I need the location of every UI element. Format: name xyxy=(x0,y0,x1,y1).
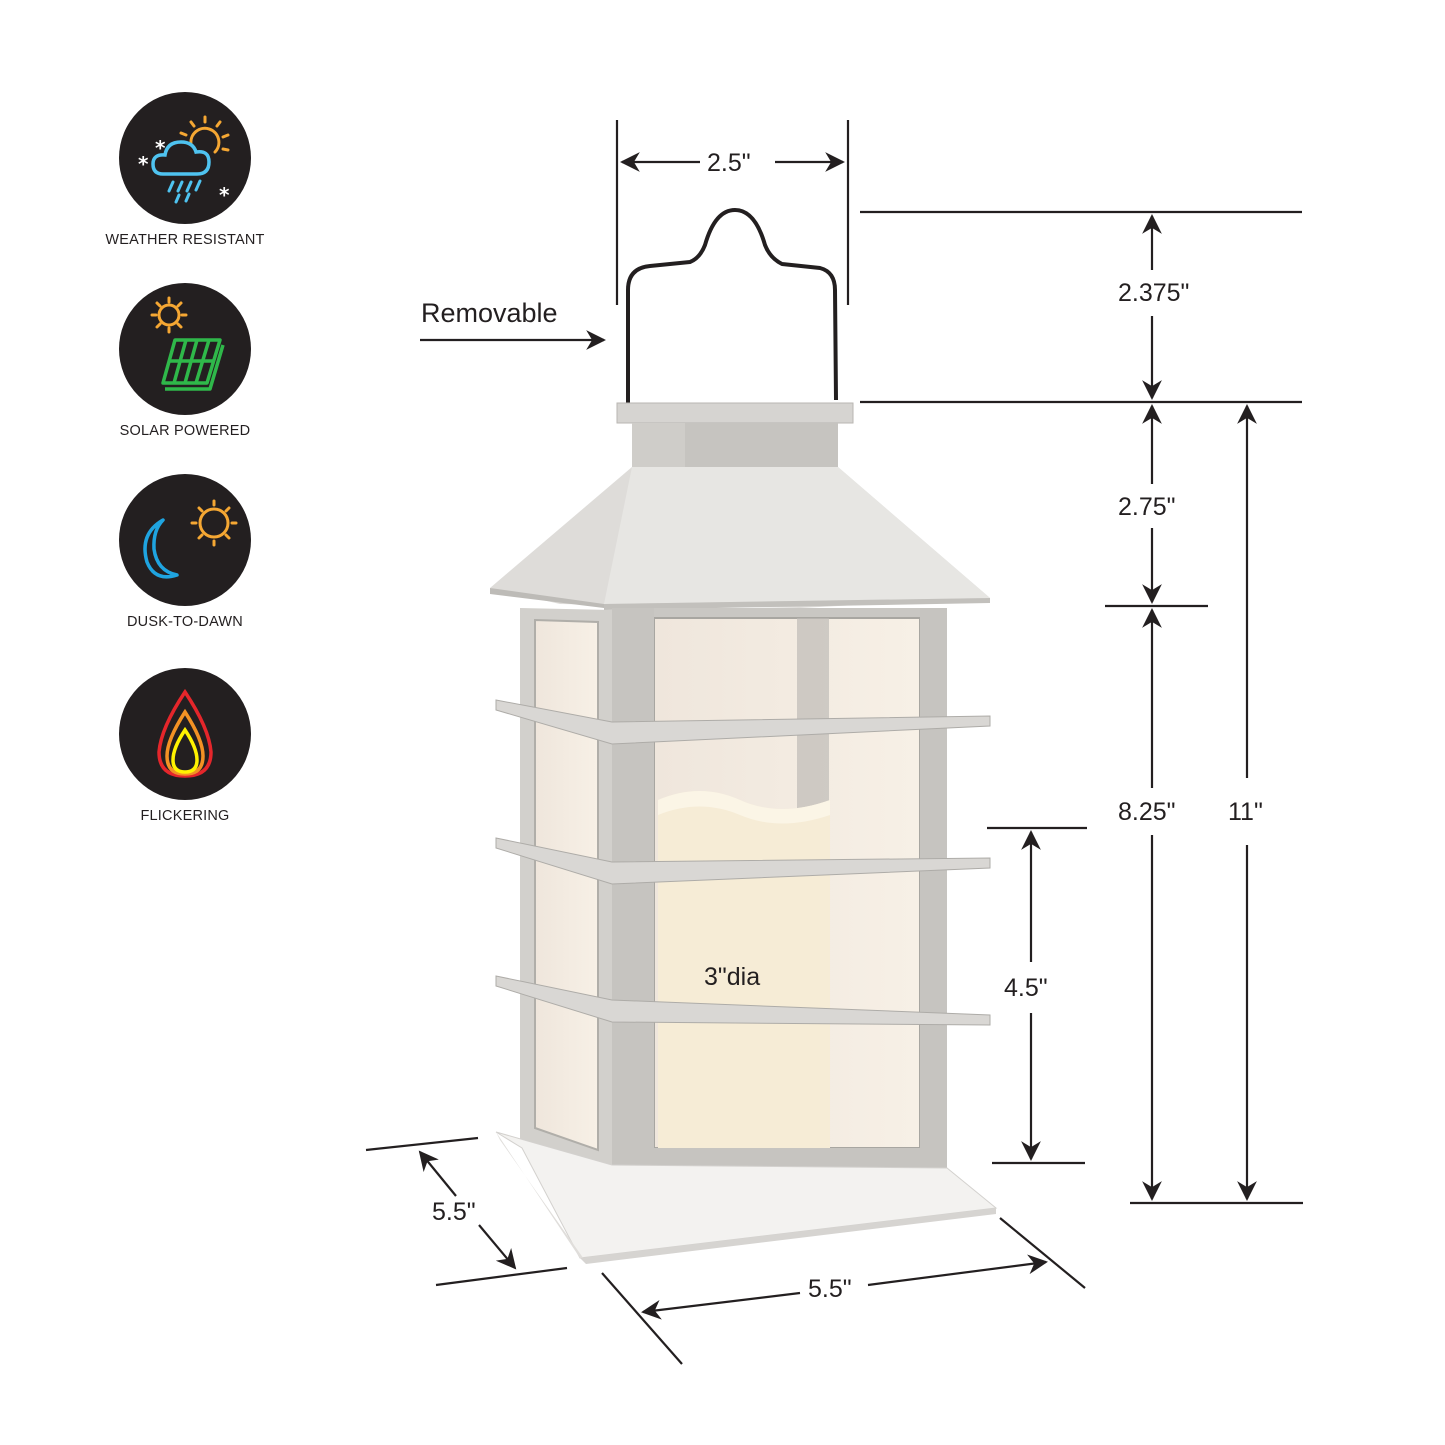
feature-solar-powered: SOLAR POWERED xyxy=(100,283,270,439)
dim-handle-height-label: 2.375" xyxy=(1118,279,1190,307)
solar-panel-icon xyxy=(119,283,251,415)
weather-icon: *** xyxy=(119,92,251,224)
feature-weather-resistant: *** WEATHER RESISTANT xyxy=(100,92,270,248)
flame-icon xyxy=(119,668,251,800)
lantern-body xyxy=(520,608,947,1168)
lantern-base xyxy=(495,1131,998,1264)
svg-text:*: * xyxy=(155,136,166,160)
dim-base-depth-label: 5.5" xyxy=(432,1198,476,1226)
feature-flickering: FLICKERING xyxy=(100,668,270,824)
lantern-top-cap xyxy=(616,402,854,467)
lantern-roof xyxy=(490,467,990,610)
lantern-ribs xyxy=(495,699,991,1026)
svg-text:*: * xyxy=(219,183,230,207)
dim-total-height-label: 11" xyxy=(1228,798,1263,826)
candle-diameter-label: 3"dia xyxy=(704,963,761,991)
svg-text:*: * xyxy=(138,152,149,176)
dim-handle-width xyxy=(615,120,850,305)
feature-dusk-to-dawn: DUSK-TO-DAWN xyxy=(100,474,270,630)
feature-label: DUSK-TO-DAWN xyxy=(127,614,243,630)
dim-base-width-label: 5.5" xyxy=(808,1275,852,1303)
moon-sun-icon xyxy=(119,474,251,606)
feature-label: FLICKERING xyxy=(140,808,230,824)
dim-roof-height-label: 2.75" xyxy=(1118,493,1176,521)
removable-label: Removable xyxy=(421,298,558,328)
dim-candle-height-label: 4.5" xyxy=(1004,974,1048,1002)
dim-body-height-label: 8.25" xyxy=(1118,798,1176,826)
feature-label: WEATHER RESISTANT xyxy=(105,232,265,248)
feature-label: SOLAR POWERED xyxy=(119,423,251,439)
dim-handle-width-label: 2.5" xyxy=(707,149,751,177)
handle xyxy=(626,208,838,420)
